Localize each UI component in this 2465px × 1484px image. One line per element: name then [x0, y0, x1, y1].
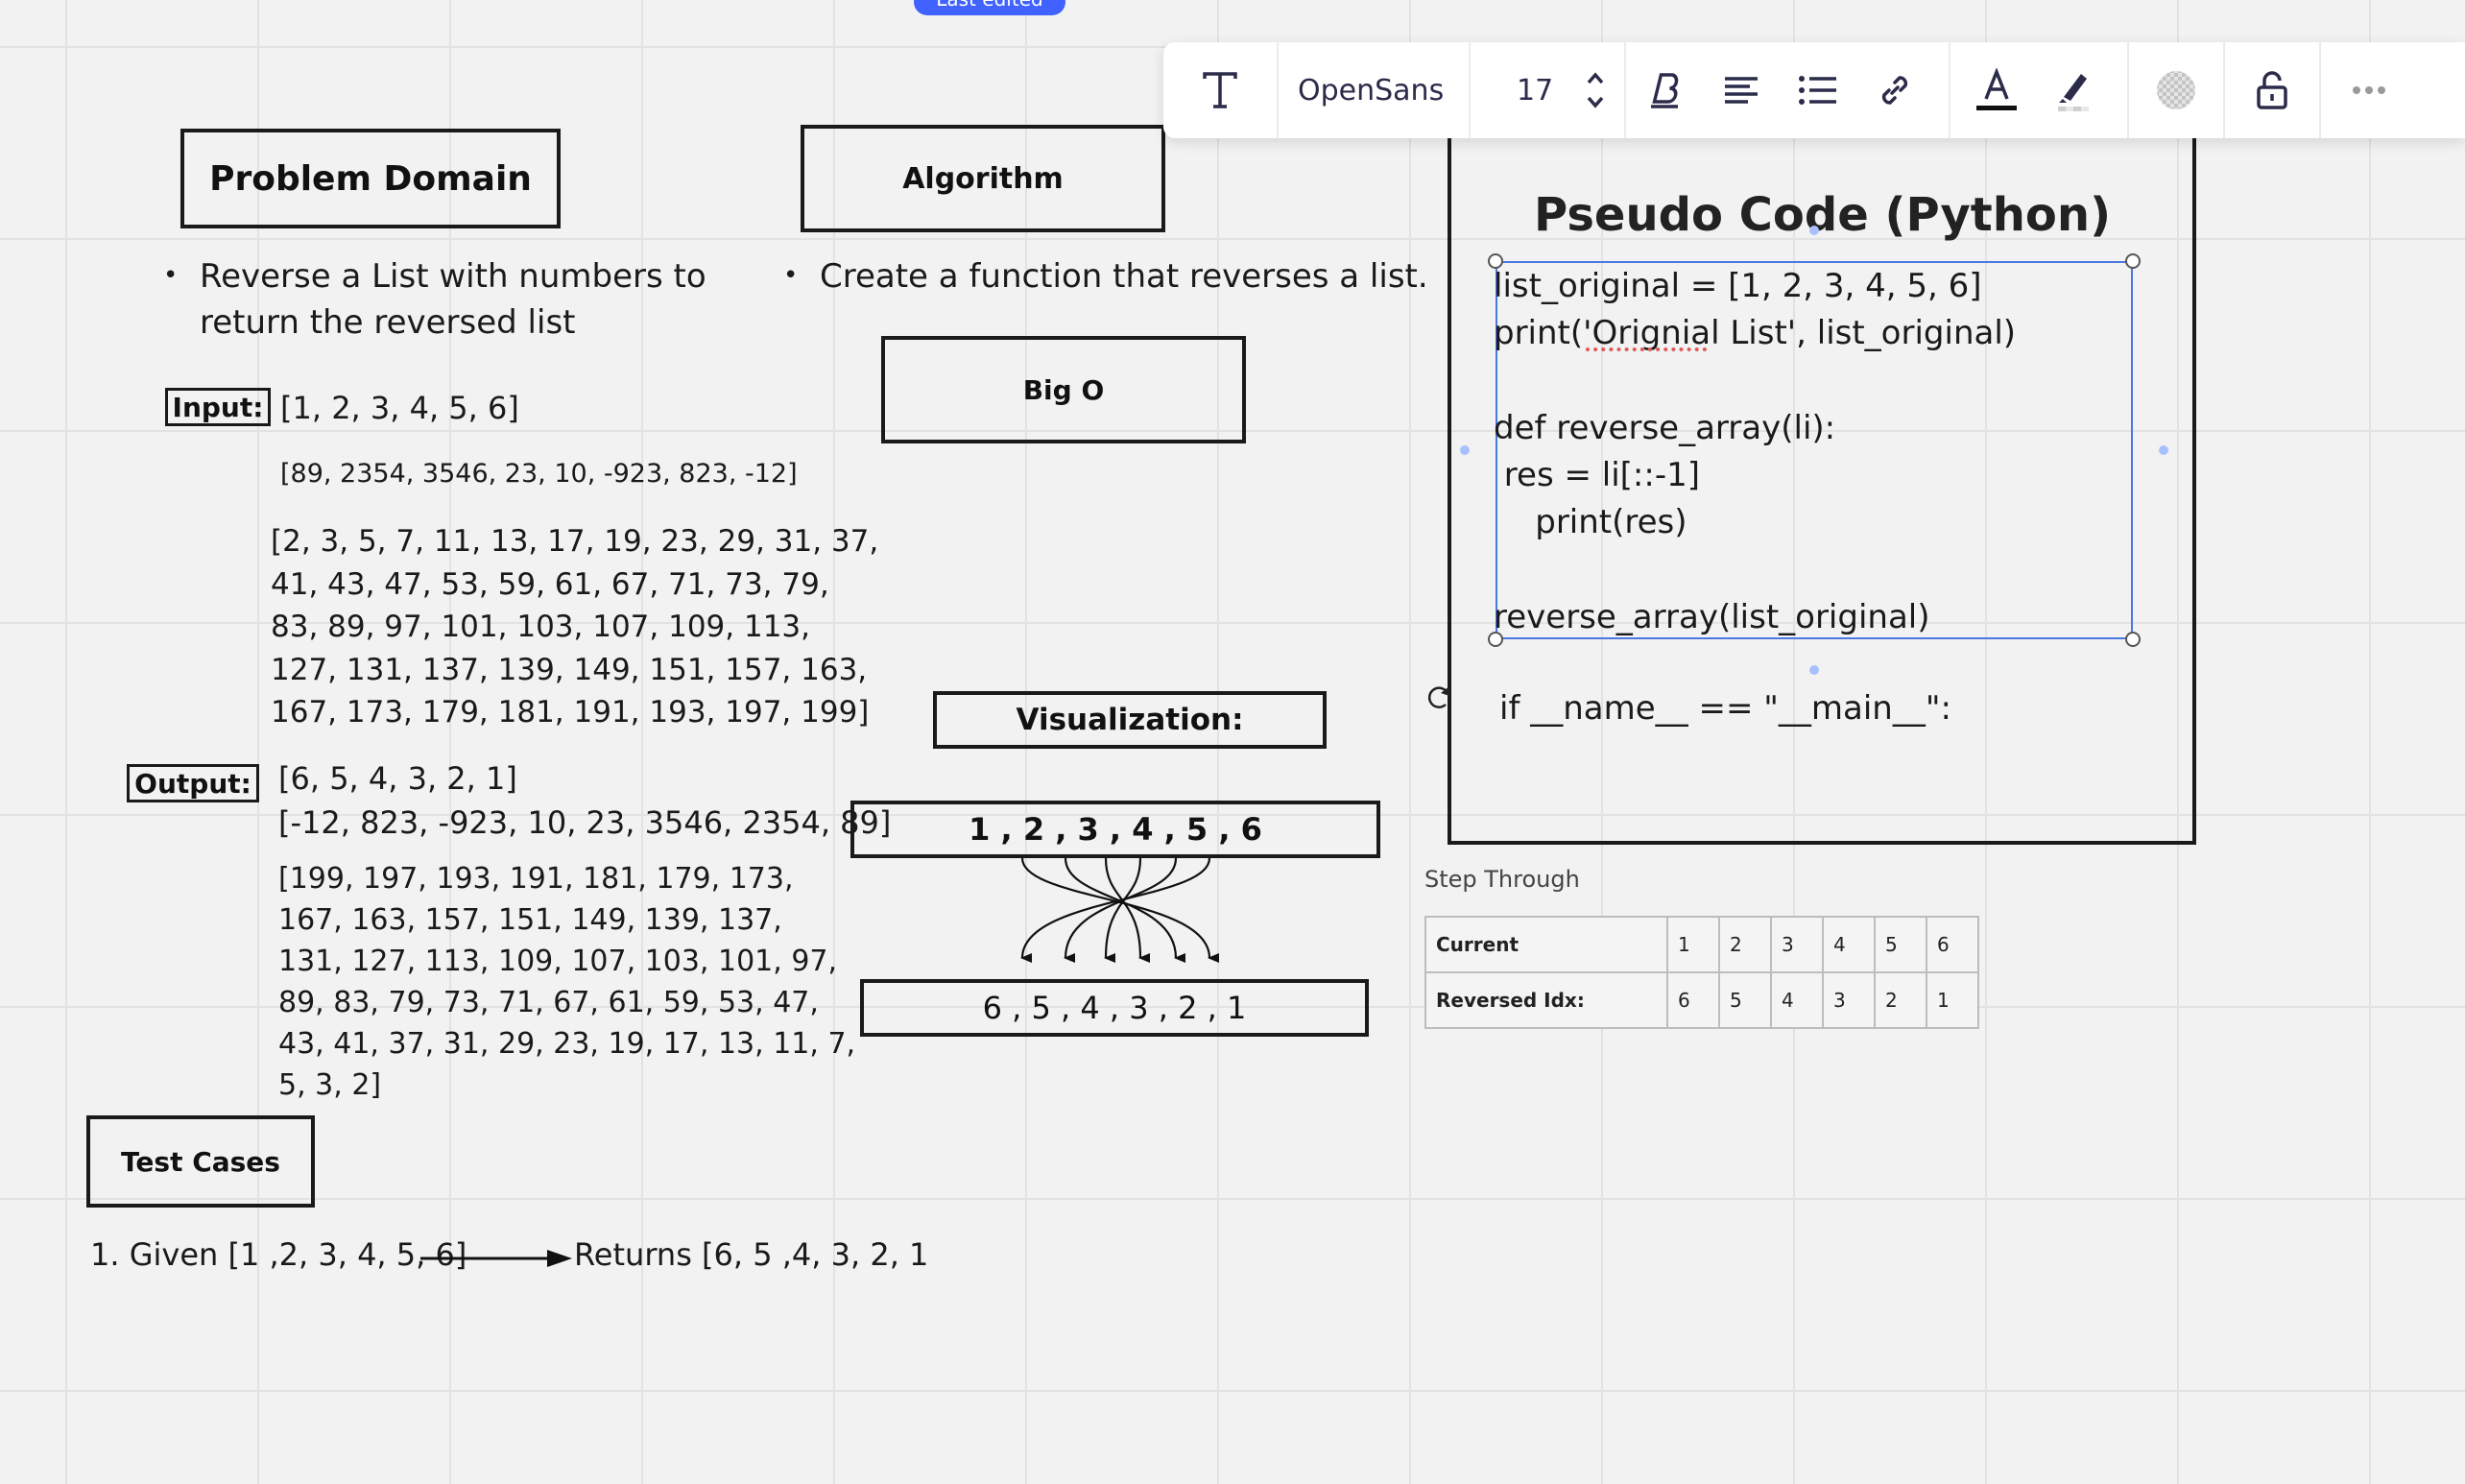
test-case-1-given: 1. Given [1 ,2, 3, 4, 5, 6]: [90, 1236, 467, 1273]
resize-handle-top-right[interactable]: [2125, 253, 2141, 269]
output-list-1: [6, 5, 4, 3, 2, 1]: [278, 760, 517, 797]
table-cell: 3: [1770, 916, 1824, 973]
toolbar-divider: [1277, 42, 1279, 138]
visualization-bottom-row[interactable]: 6 , 5 , 4 , 3 , 2 , 1: [860, 979, 1369, 1037]
table-cell: 6: [1926, 916, 1979, 973]
table-row: Reversed Idx: 6 5 4 3 2 1: [1424, 971, 1979, 1029]
resize-handle-bottom-left[interactable]: [1488, 632, 1503, 647]
link-icon: [1881, 76, 1908, 105]
problem-domain-bullet-dot: •: [163, 261, 179, 290]
toolbar-divider: [1469, 42, 1471, 138]
more-options-button[interactable]: [2321, 42, 2417, 138]
table-cell: 1: [1926, 971, 1979, 1029]
font-size-stepper[interactable]: 17: [1471, 42, 1624, 138]
output-label: Output:: [127, 764, 259, 802]
problem-domain-box[interactable]: Problem Domain: [180, 129, 561, 228]
table-cell: 2: [1874, 971, 1927, 1029]
align-button[interactable]: [1703, 42, 1780, 138]
bullet-list-button[interactable]: [1780, 42, 1856, 138]
visualization-title: Visualization:: [1016, 703, 1244, 737]
fill-color-button[interactable]: [2129, 42, 2223, 138]
visualization-title-box[interactable]: Visualization:: [933, 691, 1327, 749]
connector-dot-bottom[interactable]: [1809, 665, 1819, 675]
toolbar-divider: [1624, 42, 1626, 138]
problem-domain-bullet: Reverse a List with numbers to return th…: [200, 257, 706, 342]
test-cases-title: Test Cases: [121, 1145, 280, 1178]
more-icon: [2353, 86, 2385, 94]
align-left-icon: [1725, 77, 1758, 104]
problem-domain-title: Problem Domain: [209, 158, 532, 199]
text-color-icon: [1976, 68, 2017, 110]
font-size-value: 17: [1517, 73, 1554, 108]
input-list-3: [2, 3, 5, 7, 11, 13, 17, 19, 23, 29, 31,…: [271, 524, 879, 730]
unlock-icon: [2257, 71, 2287, 109]
spellcheck-underline: [1586, 347, 1707, 351]
connector-dot-top[interactable]: [1809, 226, 1819, 235]
algorithm-box[interactable]: Algorithm: [801, 125, 1165, 232]
table-cell: 5: [1718, 971, 1772, 1029]
bold-button[interactable]: [1626, 42, 1703, 138]
visualization-top-row[interactable]: 1 , 2 , 3 , 4 , 5 , 6: [850, 801, 1380, 858]
table-cell: 3: [1822, 971, 1876, 1029]
connector-dot-right[interactable]: [2159, 445, 2168, 455]
rotate-handle-icon[interactable]: [1424, 682, 1455, 712]
toolbar-divider: [2319, 42, 2321, 138]
big-o-title: Big O: [1022, 373, 1105, 406]
pseudo-code-body[interactable]: list_original = [1, 2, 3, 4, 5, 6] print…: [1494, 267, 2017, 637]
last-edited-pill[interactable]: Last edited: [914, 0, 1065, 15]
text-color-button[interactable]: [1958, 42, 2035, 138]
connector-dot-left[interactable]: [1460, 445, 1470, 455]
test-cases-box[interactable]: Test Cases: [86, 1115, 315, 1208]
bold-icon: [1651, 73, 1679, 108]
text-type-button[interactable]: [1163, 42, 1277, 138]
test-case-arrow: [420, 1250, 572, 1267]
step-through-table: Current 1 2 3 4 5 6 Reversed Idx: 6 5 4 …: [1424, 916, 1979, 1029]
resize-handle-bottom-right[interactable]: [2125, 632, 2141, 647]
step-through-caption: Step Through: [1424, 866, 1580, 893]
big-o-box[interactable]: Big O: [881, 336, 1246, 443]
table-cell: 4: [1770, 971, 1824, 1029]
table-row-header: Current: [1424, 916, 1668, 973]
algorithm-bullet: Create a function that reverses a list.: [820, 257, 1428, 296]
pseudo-code-frame[interactable]: [1448, 131, 2196, 845]
pseudo-code-title: Pseudo Code (Python): [1534, 188, 2112, 242]
text-format-toolbar: OpenSans 17: [1163, 42, 2465, 138]
fill-transparent-icon: [2157, 71, 2195, 109]
visualization-top-values: 1 , 2 , 3 , 4 , 5 , 6: [969, 811, 1262, 848]
toolbar-divider: [2223, 42, 2225, 138]
highlight-icon: [2058, 74, 2089, 111]
input-label: Input:: [165, 388, 271, 426]
algorithm-bullet-dot: •: [783, 261, 799, 290]
pseudo-code-main-line: if __name__ == "__main__":: [1499, 689, 1951, 728]
input-list-1: [1, 2, 3, 4, 5, 6]: [280, 390, 519, 426]
table-row-header: Reversed Idx:: [1424, 971, 1668, 1029]
code-selection-box[interactable]: [1496, 261, 2133, 639]
text-type-icon: [1203, 72, 1237, 108]
output-list-2: [-12, 823, -923, 10, 23, 3546, 2354, 89]: [278, 804, 892, 841]
output-list-3: [199, 197, 193, 191, 181, 179, 173, 167,…: [278, 862, 856, 1102]
lock-button[interactable]: [2225, 42, 2319, 138]
table-cell: 2: [1718, 916, 1772, 973]
font-family-value: OpenSans: [1298, 73, 1445, 108]
highlight-button[interactable]: [2035, 42, 2112, 138]
resize-handle-top-left[interactable]: [1488, 253, 1503, 269]
font-family-select[interactable]: OpenSans: [1279, 42, 1469, 138]
toolbar-divider: [2127, 42, 2129, 138]
table-cell: 1: [1666, 916, 1720, 973]
visualization-reverse-arrows: [1020, 858, 1220, 964]
input-list-2: [89, 2354, 3546, 23, 10, -923, 823, -12]: [280, 459, 798, 489]
bullet-list-icon: [1799, 76, 1836, 105]
stepper-arrows-icon[interactable]: [1586, 69, 1605, 111]
algorithm-title: Algorithm: [902, 161, 1064, 196]
table-cell: 4: [1822, 916, 1876, 973]
visualization-bottom-values: 6 , 5 , 4 , 3 , 2 , 1: [982, 990, 1247, 1026]
table-row: Current 1 2 3 4 5 6: [1424, 916, 1979, 973]
toolbar-divider: [1949, 42, 1950, 138]
table-cell: 5: [1874, 916, 1927, 973]
link-button[interactable]: [1856, 42, 1933, 138]
table-cell: 6: [1666, 971, 1720, 1029]
test-case-1-returns: Returns [6, 5 ,4, 3, 2, 1: [574, 1236, 929, 1273]
